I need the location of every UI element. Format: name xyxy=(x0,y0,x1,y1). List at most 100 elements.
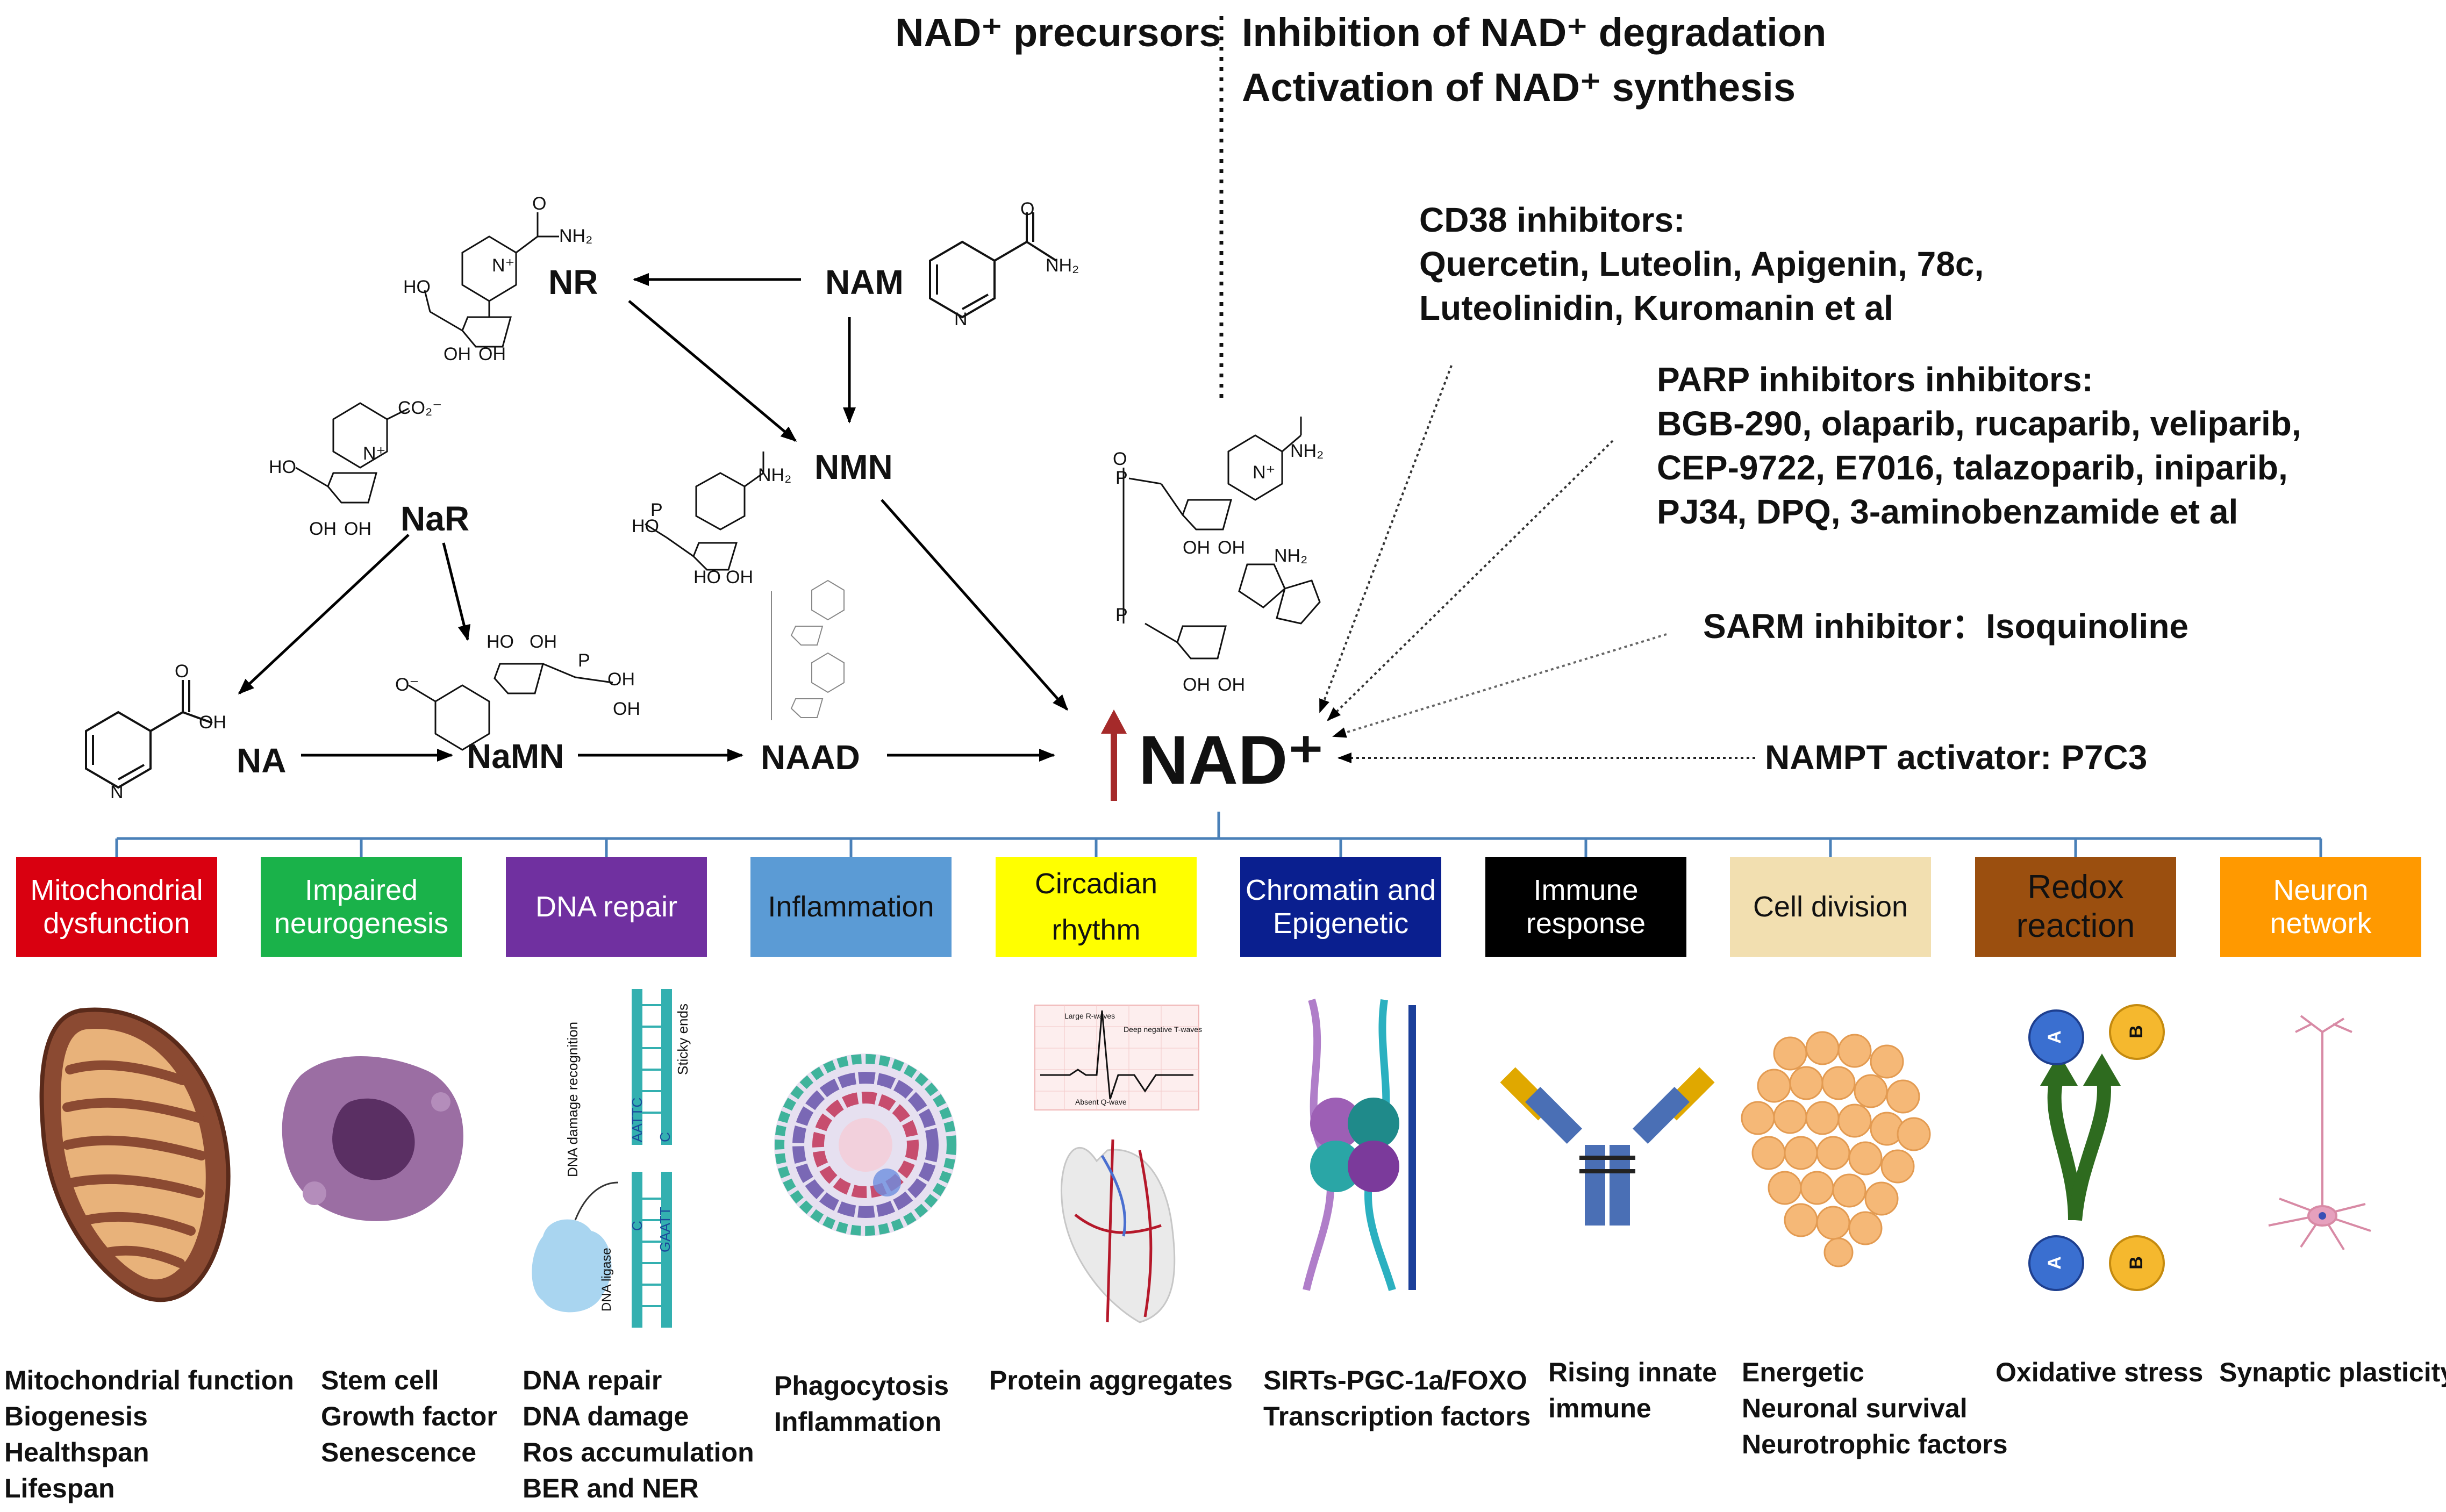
svg-text:CO₂⁻: CO₂⁻ xyxy=(398,398,442,418)
redox-a-bottom: A xyxy=(2044,1256,2065,1270)
dna-damage-label: DNA damage recognition xyxy=(564,1021,581,1177)
naad-structure xyxy=(771,579,845,720)
seq-c-top: C xyxy=(657,1132,673,1142)
svg-text:Large R-waves: Large R-waves xyxy=(1064,1012,1115,1020)
svg-text:OH: OH xyxy=(1218,675,1245,695)
cell-cluster-illustration xyxy=(1741,1031,1931,1267)
effect-text: Rising innate xyxy=(1548,1357,1717,1387)
svg-text:OH: OH xyxy=(199,712,226,733)
effect-text: Neurotrophic factors xyxy=(1742,1429,2008,1459)
effect-text: Synaptic plasticity xyxy=(2219,1357,2446,1387)
svg-text:N⁺: N⁺ xyxy=(492,255,515,276)
redox-b-top: B xyxy=(2126,1025,2147,1038)
sarm-block: SARM inhibitor：Isoquinoline xyxy=(1703,604,2188,648)
synthesis-title: Activation of NAD⁺ synthesis xyxy=(1242,65,1796,110)
label-nad: NAD⁺ xyxy=(1139,722,1324,799)
svg-text:N⁺: N⁺ xyxy=(363,443,386,464)
cd38-line-2: Luteolinidin, Kuromanin et al xyxy=(1419,289,1893,327)
label-nar: NaR xyxy=(400,499,470,538)
atom-labels: NH₂ O N O NH₂ N⁺ HO OH OH CO₂⁻ N⁺ HO OH … xyxy=(110,194,1324,802)
nam-structure xyxy=(929,212,1057,319)
category-label-line: Inflammation xyxy=(768,891,934,923)
sarm-label: SARM inhibitor xyxy=(1703,607,1952,646)
svg-text:P: P xyxy=(578,650,590,671)
label-nr: NR xyxy=(548,263,598,302)
category-box-5: Circadian rhythm xyxy=(996,857,1197,957)
category-label-line: response xyxy=(1526,907,1646,940)
effect-text: Neuronal survival xyxy=(1742,1393,1968,1423)
seq-top-label: AATTC xyxy=(629,1097,645,1142)
nad-structure xyxy=(1122,417,1321,660)
arrow-nmn-nad xyxy=(881,499,1068,711)
arrow-parp xyxy=(1327,440,1614,721)
svg-text:OH: OH xyxy=(1183,675,1210,695)
svg-text:HO: HO xyxy=(487,632,514,652)
neuron-illustration xyxy=(2268,1015,2371,1251)
effect-text: SIRTs-PGC-1a/FOXO xyxy=(1263,1365,1527,1395)
svg-text:HO: HO xyxy=(269,457,296,477)
degradation-title: Inhibition of NAD⁺ degradation xyxy=(1242,10,1827,55)
label-namn: NaMN xyxy=(467,737,564,776)
svg-text:Absent Q-wave: Absent Q-wave xyxy=(1075,1098,1127,1106)
effect-text: DNA damage xyxy=(523,1401,689,1431)
svg-text:O: O xyxy=(175,661,189,682)
category-label: Circadian rhythm xyxy=(1035,861,1157,953)
category-box-4: Inflammation xyxy=(750,857,952,957)
category-label-line: Circadian xyxy=(1034,868,1158,900)
nar-structure xyxy=(295,402,409,504)
antibody-illustration xyxy=(1500,1067,1715,1226)
label-na: NA xyxy=(237,741,287,780)
parp-line-2: CEP-9722, E7016, talazoparib, iniparib, xyxy=(1657,448,2288,487)
nampt-label: NAMPT activator: P7C3 xyxy=(1765,738,2148,777)
effect-text: Oxidative stress xyxy=(1996,1357,2204,1387)
parp-line-1: BGB-290, olaparib, rucaparib, veliparib, xyxy=(1657,404,2301,443)
category-label-line: Cell division xyxy=(1753,891,1908,923)
arrow-nar-na xyxy=(238,534,410,695)
category-label: Cell division xyxy=(1753,890,1908,923)
seq-bottom-label: GAATT xyxy=(657,1207,673,1252)
category-label-line: Mitochondrial xyxy=(30,874,203,906)
redox-b-bottom: B xyxy=(2126,1256,2147,1270)
svg-text:O: O xyxy=(1113,449,1127,469)
effect-text: Healthspan xyxy=(4,1437,149,1467)
svg-text:OH: OH xyxy=(530,632,557,652)
category-label-line: Redox xyxy=(2027,869,2124,906)
svg-text:P: P xyxy=(1115,605,1128,625)
category-label-line: Epigenetic xyxy=(1272,907,1409,940)
cd38-line-1: Quercetin, Luteolin, Apigenin, 78c, xyxy=(1419,245,1984,283)
seq-c-bottom: C xyxy=(629,1221,645,1231)
svg-text:Deep negative T-waves: Deep negative T-waves xyxy=(1124,1025,1202,1034)
circadian-illustration: Large R-waves Deep negative T-waves Abse… xyxy=(1034,1005,1202,1323)
svg-text:N: N xyxy=(110,782,124,802)
label-nam: NAM xyxy=(825,263,904,302)
arrow-nar-namn xyxy=(442,542,471,641)
arrow-nr-nmn xyxy=(628,300,797,442)
category-label-line: Impaired xyxy=(304,874,418,906)
svg-text:NH₂: NH₂ xyxy=(1274,546,1307,566)
parp-title: PARP inhibitors inhibitors: xyxy=(1657,360,2093,399)
svg-text:NH₂: NH₂ xyxy=(559,226,592,246)
svg-text:OH: OH xyxy=(344,519,371,539)
svg-text:NH₂: NH₂ xyxy=(1290,441,1324,461)
category-label-line: neurogenesis xyxy=(274,907,449,940)
svg-text:OH: OH xyxy=(1218,538,1245,558)
category-label-line: rhythm xyxy=(1052,914,1141,946)
precursors-title: NAD⁺ precursors xyxy=(895,10,1221,55)
svg-text:O⁻: O⁻ xyxy=(395,675,419,695)
na-structure xyxy=(85,680,213,789)
category-tree xyxy=(115,812,2322,857)
